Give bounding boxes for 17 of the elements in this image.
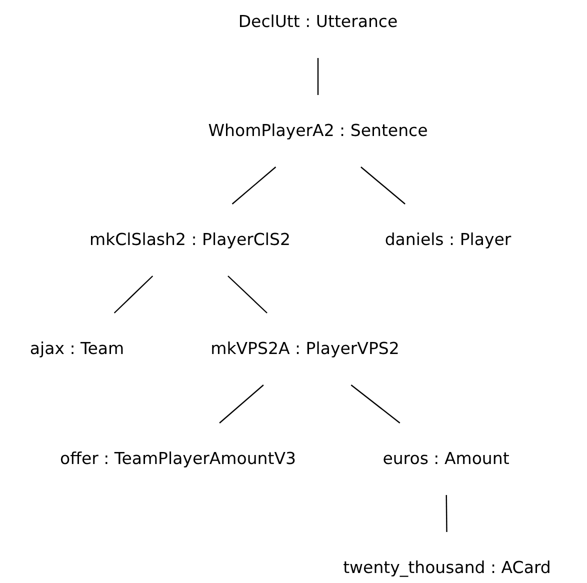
- tree-branch-line: [219, 384, 264, 424]
- tree-node-label: twenty_thousand : ACard: [339, 532, 555, 580]
- tree-node-label: ajax : Team: [26, 313, 128, 385]
- tree-node-label: offer : TeamPlayerAmountV3: [56, 423, 300, 495]
- tree-branch-line: [228, 276, 268, 314]
- tree-node-label: mkVPS2A : PlayerVPS2: [206, 313, 404, 385]
- tree-branch-line: [317, 58, 319, 95]
- tree-node-label: WhomPlayerA2 : Sentence: [204, 95, 432, 167]
- tree-branch-line: [114, 276, 154, 314]
- tree-branch-line: [446, 495, 448, 532]
- tree-node-label: euros : Amount: [378, 423, 514, 495]
- tree-branch-line: [232, 166, 276, 204]
- tree-branch-line: [350, 384, 400, 424]
- tree-branch-line: [360, 166, 406, 204]
- tree-node-label: daniels : Player: [380, 204, 516, 276]
- tree-node-label: DeclUtt : Utterance: [234, 0, 402, 58]
- tree-node-label: mkClSlash2 : PlayerClS2: [86, 204, 294, 276]
